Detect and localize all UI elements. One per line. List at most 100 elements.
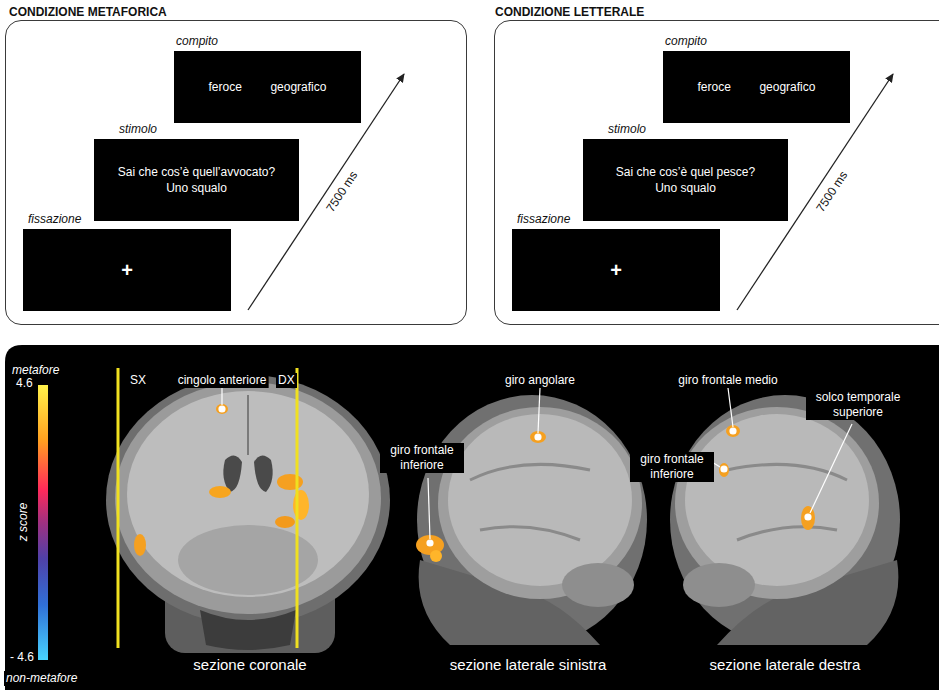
label-wrap: sezione laterale destra	[708, 656, 863, 675]
coronal-brain	[115, 382, 381, 614]
coronal-brain	[106, 368, 390, 653]
right-sagittal-brain	[670, 395, 900, 645]
fixation-cross: +	[121, 259, 133, 282]
side-marker: SX	[128, 373, 148, 388]
z-color-bar	[38, 385, 48, 660]
task-option: feroce	[698, 80, 731, 94]
coronal-brain	[134, 534, 146, 556]
label-wrap: cingolo anteriore	[176, 370, 269, 388]
stimulus-screen: stimoloSai che cos’è quell’avvocato? Uno…	[94, 139, 299, 221]
screen-label-wrap: stimolo	[119, 122, 157, 136]
duration-label: 7500 ms	[322, 167, 362, 217]
section-title: sezione coronale	[191, 656, 308, 675]
label-wrap: giro frontale inferiore	[630, 452, 714, 482]
coronal-brain	[216, 404, 228, 414]
label-wrap: giro frontale medio	[676, 370, 779, 388]
right-sagittal-brain	[737, 527, 837, 540]
leader-lines	[221, 388, 222, 405]
coronal-brain	[293, 490, 309, 520]
left-sagittal-brain	[562, 563, 634, 607]
z-color-bar	[38, 385, 48, 660]
coronal-brain	[200, 610, 296, 650]
coronal-brain	[275, 516, 295, 528]
task-option: geografico	[759, 80, 815, 94]
screen-label: compito	[176, 34, 218, 48]
right-sagittal-brain	[683, 563, 755, 607]
screen-label: stimolo	[119, 122, 157, 136]
region-label: giro frontale inferiore	[630, 452, 714, 482]
screen-content: +	[23, 229, 231, 311]
heading-wrap: CONDIZIONE LETTERALE	[495, 2, 650, 20]
region-label: cingolo anteriore	[176, 373, 269, 388]
right-sagittal-brain	[801, 506, 815, 530]
left-sagittal-brain	[480, 527, 580, 540]
leader-lines	[730, 428, 736, 434]
screen-label-wrap: compito	[176, 34, 218, 48]
section-title: sezione laterale sinistra	[448, 656, 609, 675]
left-sagittal-brain	[416, 395, 647, 645]
coronal-brain	[223, 455, 242, 492]
label-wrap: sezione coronale	[191, 656, 308, 675]
screen-label-wrap: stimolo	[608, 122, 646, 136]
region-label: solco temporale superiore	[806, 390, 910, 420]
stimulus-screen: stimoloSai che cos’è quel pesce? Uno squ…	[583, 139, 788, 221]
screen-label: stimolo	[608, 122, 646, 136]
screen-content: +	[512, 229, 720, 311]
leader-lines	[219, 388, 852, 546]
task-screen: compitoferocegeografico	[663, 51, 850, 123]
condition-panel: CONDIZIONE METAFORICAfissazione+stimoloS…	[5, 20, 467, 325]
label-wrap: giro frontale inferiore	[380, 443, 464, 473]
condition-panel: CONDIZIONE LETTERALEfissazione+stimoloSa…	[494, 20, 939, 325]
screen-content: Sai che cos’è quel pesce? Uno squalo	[583, 139, 788, 221]
label-wrap: - 4.6	[8, 647, 36, 665]
screen-label-wrap: fissazione	[517, 212, 570, 226]
region-label: giro angolare	[503, 373, 577, 388]
label-wrap: z score	[13, 501, 31, 544]
condition-heading: CONDIZIONE METAFORICA	[9, 5, 167, 19]
coronal-brain	[247, 395, 249, 455]
region-label: giro frontale inferiore	[380, 443, 464, 473]
screen-label: fissazione	[28, 212, 81, 226]
coronal-brain	[117, 368, 120, 648]
coronal-brain	[254, 455, 273, 492]
coronal-brain	[106, 375, 390, 625]
leader-lines	[535, 434, 541, 440]
screen-label: fissazione	[517, 212, 570, 226]
screen-label: compito	[665, 34, 707, 48]
label-wrap: 7500 ms	[810, 165, 853, 217]
screen-content: feroce geografico	[663, 51, 850, 123]
leader-lines	[538, 388, 540, 433]
right-sagittal-brain	[670, 395, 900, 645]
scale-value: - 4.6	[8, 650, 36, 665]
leader-lines	[721, 466, 727, 472]
task-option: geografico	[270, 80, 326, 94]
label-wrap: DX	[276, 370, 297, 388]
leader-lines	[728, 388, 733, 427]
screen-content: Sai che cos’è quell’avvocato? Uno squalo	[94, 139, 299, 221]
section-title: sezione laterale destra	[708, 656, 863, 675]
task-screen: compitoferocegeografico	[174, 51, 361, 123]
right-sagittal-brain	[685, 414, 869, 586]
scale-end-label: non-metafore	[4, 671, 79, 686]
left-sagittal-brain	[448, 414, 632, 586]
duration-label: 7500 ms	[812, 167, 852, 217]
scale-title: z score	[16, 501, 31, 544]
leader-lines	[427, 540, 433, 546]
region-label: giro frontale medio	[676, 373, 779, 388]
left-sagittal-brain	[430, 550, 442, 562]
label-wrap: non-metafore	[4, 668, 79, 686]
label-wrap: 4.6	[14, 373, 35, 391]
stimulus-text: Sai che cos’è quel pesce? Uno squalo	[614, 164, 757, 196]
coronal-brain	[296, 368, 299, 648]
leader-lines	[810, 424, 852, 513]
coronal-brain	[127, 391, 369, 597]
side-marker: DX	[276, 373, 297, 388]
label-wrap: SX	[128, 370, 148, 388]
stimulus-text: Sai che cos’è quell’avvocato? Uno squalo	[116, 164, 277, 196]
screen-label-wrap: compito	[665, 34, 707, 48]
fixation-cross: +	[610, 259, 622, 282]
fixation-screen: fissazione+	[512, 229, 720, 311]
left-sagittal-brain	[470, 464, 590, 480]
screen-label-wrap: fissazione	[28, 212, 81, 226]
